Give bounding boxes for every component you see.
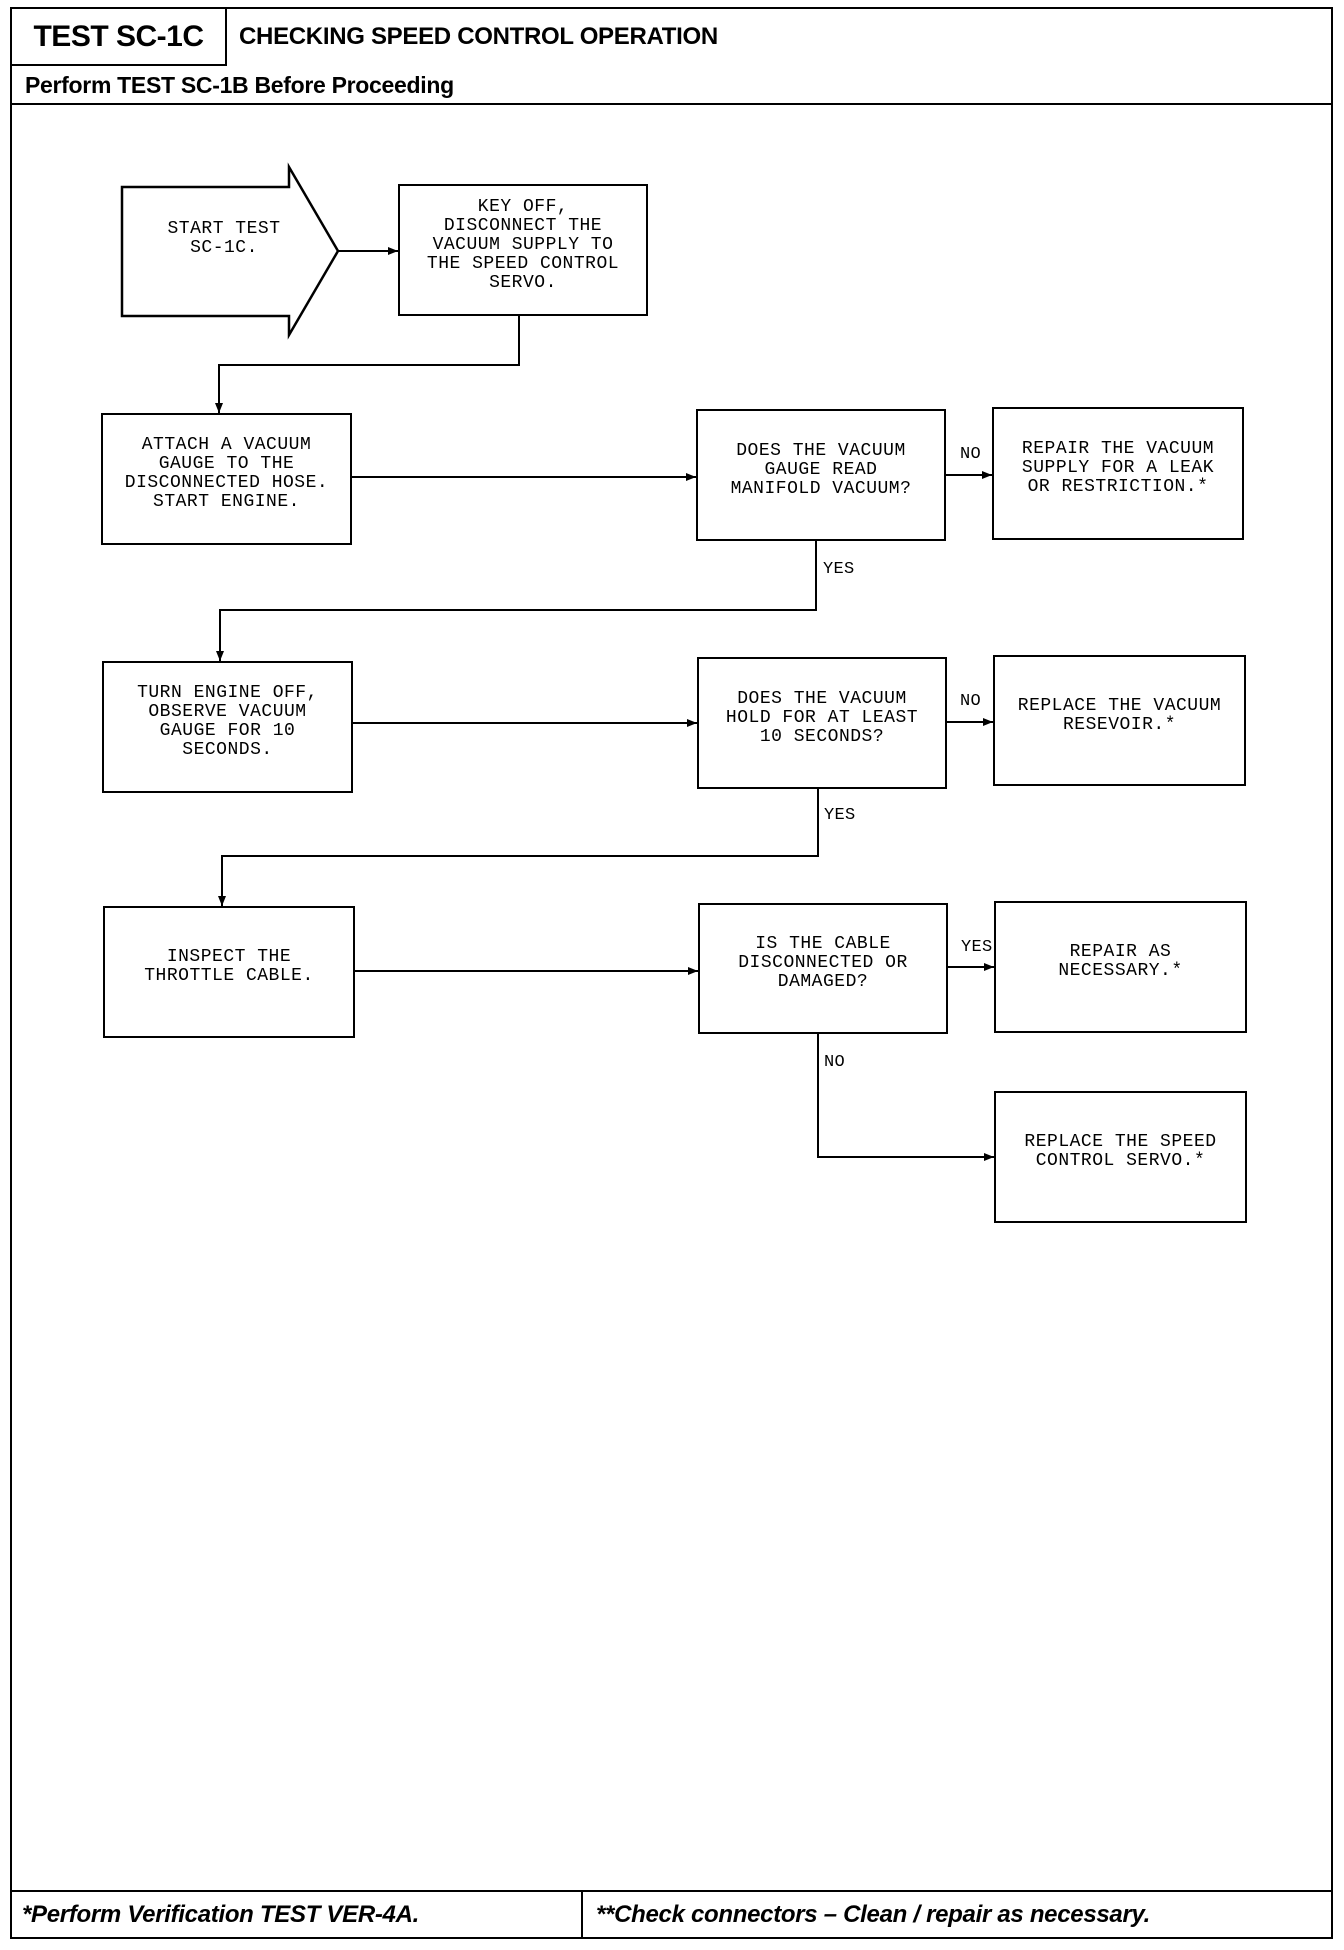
result-replace-reservoir-text: REPLACE THE VACUUM RESEVOIR.* <box>1017 695 1222 735</box>
result-repair-supply-text: REPAIR THE VACUUM SUPPLY FOR A LEAK OR R… <box>1021 439 1215 497</box>
footer-verification-note: *Perform Verification TEST VER-4A. <box>22 1901 420 1928</box>
branch-label-manifold-yes: YES <box>823 560 855 579</box>
step-inspect-cable-box: INSPECT THE THROTTLE CABLE. <box>103 906 355 1038</box>
decision-manifold-vacuum-text: DOES THE VACUUM GAUGE READ MANIFOLD VACU… <box>730 440 912 499</box>
page-title: CHECKING SPEED CONTROL OPERATION <box>239 22 718 50</box>
page-frame <box>10 7 1333 1939</box>
prerequisite-note: Perform TEST SC-1B Before Proceeding <box>25 71 454 98</box>
decision-cable-damaged-box: IS THE CABLE DISCONNECTED OR DAMAGED? <box>698 903 948 1034</box>
result-repair-supply-box: REPAIR THE VACUUM SUPPLY FOR A LEAK OR R… <box>992 407 1244 540</box>
step-engine-off-box: TURN ENGINE OFF, OBSERVE VACUUM GAUGE FO… <box>102 661 353 793</box>
decision-hold-vacuum-text: DOES THE VACUUM HOLD FOR AT LEAST 10 SEC… <box>725 688 919 747</box>
branch-label-hold-no: NO <box>960 692 982 711</box>
branch-label-cable-yes: YES <box>961 938 993 957</box>
decision-manifold-vacuum-box: DOES THE VACUUM GAUGE READ MANIFOLD VACU… <box>696 409 946 541</box>
step-inspect-cable-text: INSPECT THE THROTTLE CABLE. <box>144 947 314 986</box>
step-engine-off-text: TURN ENGINE OFF, OBSERVE VACUUM GAUGE FO… <box>137 683 318 760</box>
step-disconnect-vacuum-text: KEY OFF, DISCONNECT THE VACUUM SUPPLY TO… <box>426 196 620 293</box>
branch-label-cable-no: NO <box>824 1053 846 1072</box>
step-attach-gauge-text: ATTACH A VACUUM GAUGE TO THE DISCONNECTE… <box>124 435 329 512</box>
result-repair-cable-box: REPAIR AS NECESSARY.* <box>994 901 1247 1033</box>
result-replace-servo-box: REPLACE THE SPEED CONTROL SERVO.* <box>994 1091 1247 1223</box>
test-id: TEST SC-1C <box>10 7 227 66</box>
step-disconnect-vacuum-box: KEY OFF, DISCONNECT THE VACUUM SUPPLY TO… <box>398 184 648 316</box>
footer-split-divider <box>581 1891 583 1939</box>
decision-cable-damaged-text: IS THE CABLE DISCONNECTED OR DAMAGED? <box>738 934 908 992</box>
branch-label-hold-yes: YES <box>824 806 856 825</box>
result-repair-cable-text: REPAIR AS NECESSARY.* <box>1058 942 1183 981</box>
footer-divider <box>10 1890 1333 1892</box>
result-replace-reservoir-box: REPLACE THE VACUUM RESEVOIR.* <box>993 655 1246 786</box>
decision-hold-vacuum-box: DOES THE VACUUM HOLD FOR AT LEAST 10 SEC… <box>697 657 947 789</box>
start-label-text: START TEST SC-1C. <box>167 219 281 258</box>
header-divider <box>10 103 1333 105</box>
footer-connectors-note: **Check connectors – Clean / repair as n… <box>596 1901 1151 1928</box>
start-label: START TEST SC-1C. <box>149 219 299 259</box>
step-attach-gauge-box: ATTACH A VACUUM GAUGE TO THE DISCONNECTE… <box>101 413 352 545</box>
branch-label-manifold-no: NO <box>960 445 982 464</box>
result-replace-servo-text: REPLACE THE SPEED CONTROL SERVO.* <box>1024 1132 1217 1171</box>
